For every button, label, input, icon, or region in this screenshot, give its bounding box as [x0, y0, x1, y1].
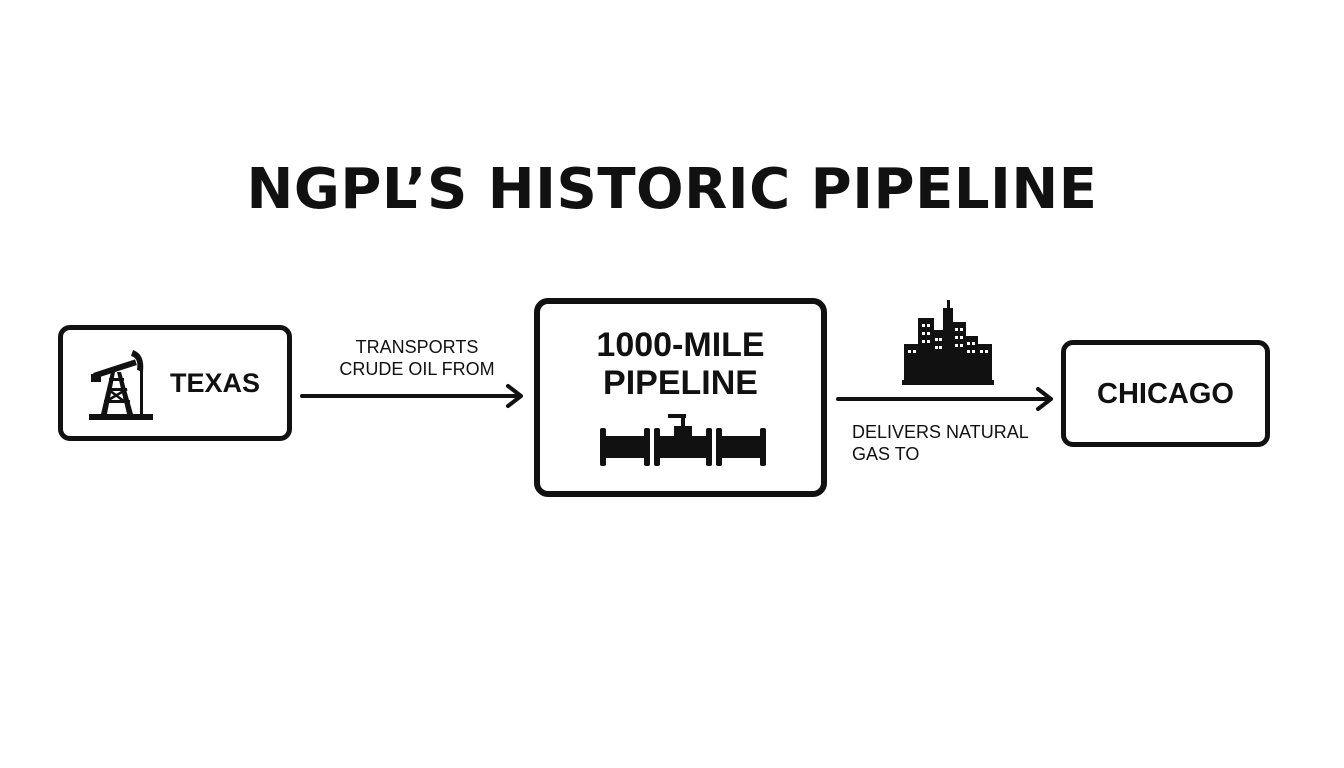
edge-label-pipeline-to-chicago: DELIVERS NATURAL GAS TO — [852, 421, 1029, 465]
texas-node: TEXAS — [58, 325, 292, 441]
pipeline-node: 1000-MILE PIPELINE — [534, 298, 827, 497]
edge-label-texas-line2: CRUDE OIL FROM — [339, 359, 495, 379]
oil-pumpjack-icon — [89, 350, 153, 420]
pipe-valve-icon — [600, 414, 766, 466]
edge-label-texas-to-pipeline: TRANSPORTS CRUDE OIL FROM — [322, 336, 512, 380]
edge-label-chicago-line2: GAS TO — [852, 444, 920, 464]
pipeline-label-line1: 1000-MILE — [596, 326, 765, 364]
diagram-title: NGPL’S HISTORIC PIPELINE — [246, 157, 1098, 222]
arrow-texas-to-pipeline — [300, 384, 523, 408]
edge-label-texas-line1: TRANSPORTS — [355, 337, 479, 357]
chicago-node: CHICAGO — [1061, 340, 1270, 447]
edge-label-chicago-line1: DELIVERS NATURAL — [852, 422, 1029, 442]
pipeline-label: 1000-MILE PIPELINE — [540, 326, 821, 402]
pipeline-label-line2: PIPELINE — [603, 364, 758, 402]
texas-label: TEXAS — [170, 368, 261, 398]
city-skyline-icon — [902, 300, 994, 385]
arrow-pipeline-to-chicago — [836, 387, 1053, 411]
chicago-label: CHICAGO — [1097, 378, 1234, 410]
